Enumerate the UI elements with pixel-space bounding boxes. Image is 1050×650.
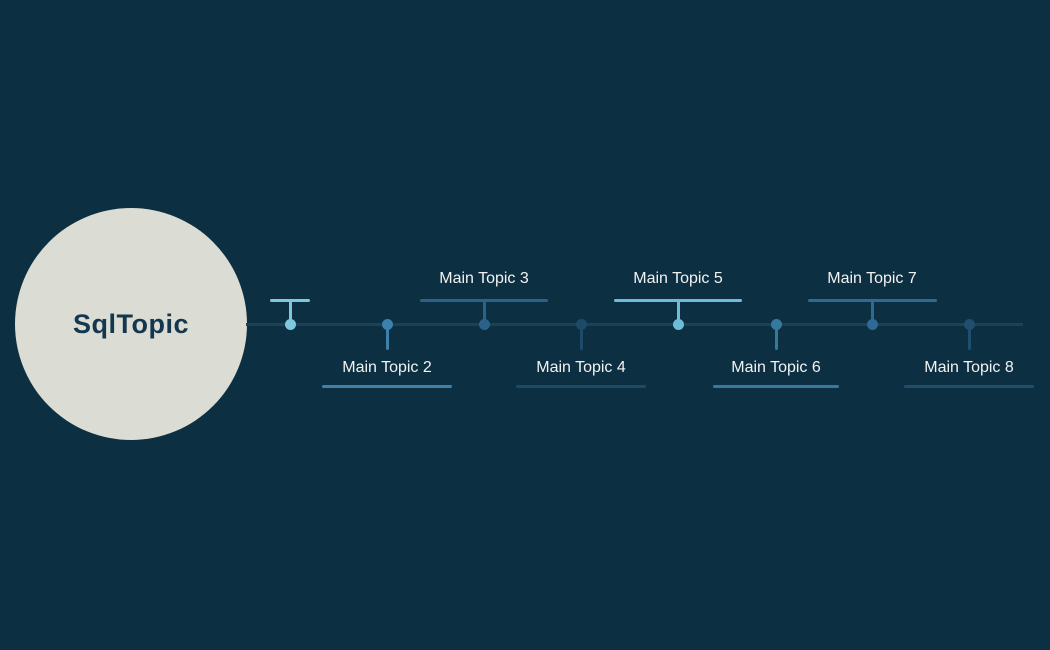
topic-label[interactable]: Main Topic 2	[342, 359, 432, 376]
topic-stem-connector	[579, 324, 583, 350]
topic-stem-connector	[967, 324, 971, 350]
topic-dot[interactable]	[575, 318, 587, 330]
topic-dot[interactable]	[963, 318, 975, 330]
topic-dot[interactable]	[478, 318, 490, 330]
topic-dot[interactable]	[866, 318, 878, 330]
topic-underline	[322, 385, 452, 388]
topic-label[interactable]: Main Topic 8	[924, 359, 1014, 376]
topic-stem-connector	[385, 324, 389, 350]
topic-underline	[807, 299, 937, 302]
topic-stem-connector	[870, 301, 874, 324]
topic-underline	[270, 299, 310, 302]
timeline-line	[246, 323, 1023, 326]
central-topic-label: SqlTopic	[73, 308, 189, 339]
topic-label[interactable]: Main Topic 7	[827, 270, 917, 287]
topic-underline	[713, 385, 839, 388]
topic-dot[interactable]	[672, 318, 684, 330]
topic-dot[interactable]	[770, 318, 782, 330]
topic-label[interactable]: Main Topic 3	[439, 270, 529, 287]
topic-stem-connector	[482, 301, 486, 324]
topic-underline	[614, 299, 742, 302]
topic-dot[interactable]	[284, 318, 296, 330]
topic-label[interactable]: Main Topic 4	[536, 359, 626, 376]
topic-underline	[516, 385, 646, 388]
topic-underline	[904, 385, 1034, 388]
topic-stem-connector	[676, 301, 680, 324]
topic-stem-connector	[774, 324, 778, 350]
topic-dot[interactable]	[381, 318, 393, 330]
topic-underline	[420, 299, 548, 302]
topic-label[interactable]: Main Topic 6	[731, 359, 821, 376]
central-topic-node[interactable]: SqlTopic	[15, 208, 247, 440]
topic-label[interactable]: Main Topic 5	[633, 270, 723, 287]
topic-stem-connector	[288, 301, 292, 324]
